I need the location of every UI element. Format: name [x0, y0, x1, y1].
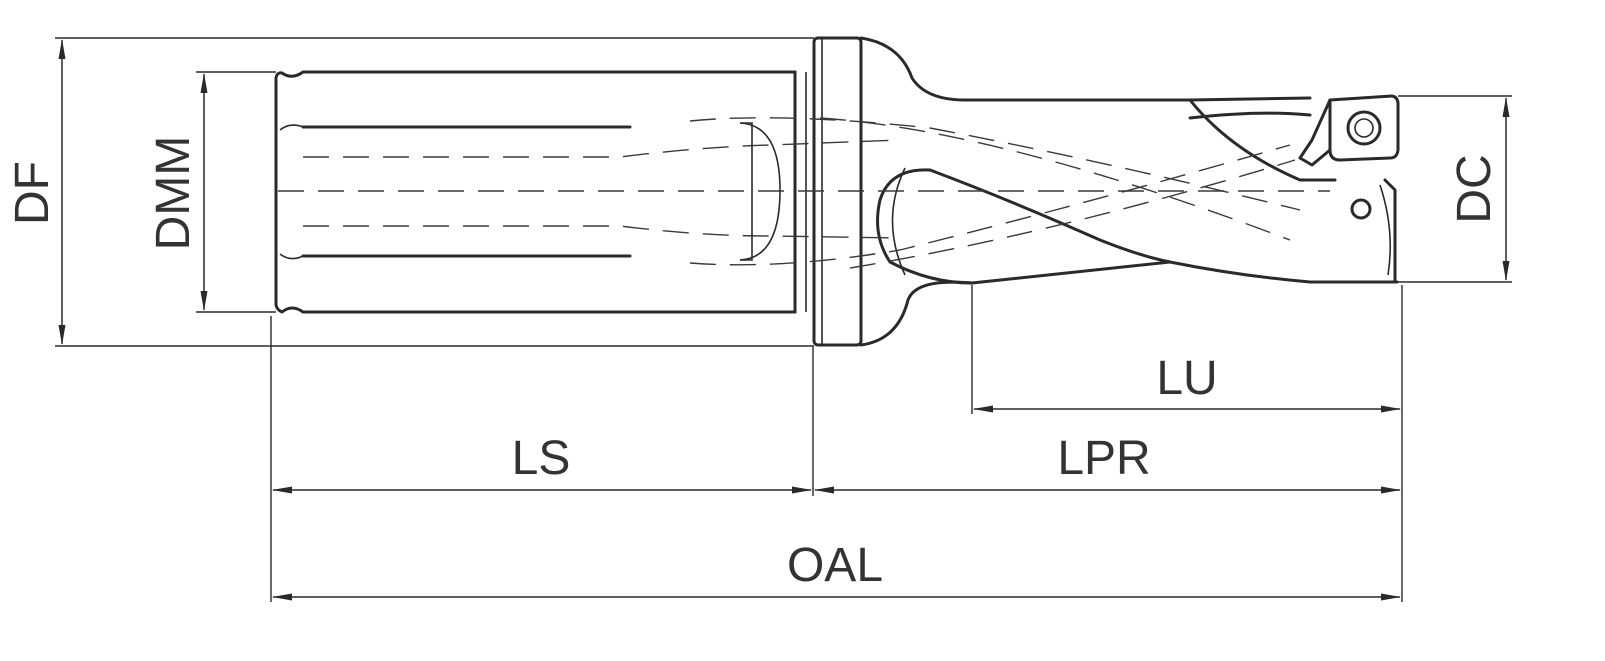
- shank: [274, 70, 807, 314]
- dc-label: DC: [1448, 154, 1501, 223]
- dimension-labels: DF DMM DC LU LS LPR OAL: [6, 136, 1501, 592]
- fluted-body: [876, 96, 1399, 285]
- drill-body: [274, 36, 1400, 347]
- coolant-hole-icon: [1350, 198, 1372, 220]
- dmm-label: DMM: [147, 136, 200, 251]
- oal-label: OAL: [787, 539, 883, 592]
- lpr-label: LPR: [1057, 432, 1150, 485]
- df-label: DF: [6, 161, 59, 225]
- insert-tip: [1298, 94, 1400, 282]
- lu-label: LU: [1156, 352, 1217, 405]
- dimension-lines: [58, 39, 1510, 601]
- insert-screw-icon: [1346, 110, 1382, 146]
- extension-lines: [55, 37, 1512, 602]
- hidden-lines: [278, 117, 1330, 269]
- ls-label: LS: [512, 432, 571, 485]
